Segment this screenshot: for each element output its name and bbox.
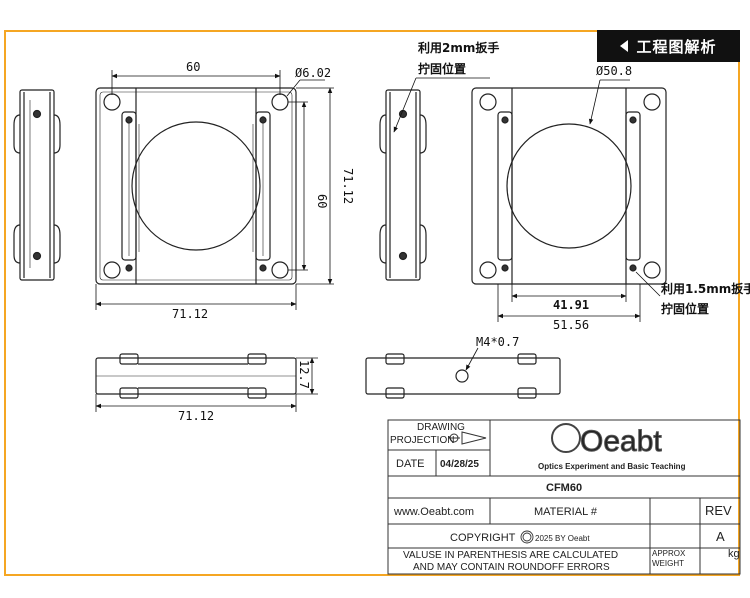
thread-leader — [465, 347, 479, 371]
dim-thickness: 12.7 — [297, 360, 311, 389]
tb-weight-unit: kg — [728, 548, 740, 560]
drawing-border — [4, 30, 740, 576]
second-side-view — [379, 89, 427, 281]
dim-bottom-width: 71.12 — [172, 307, 208, 321]
banner-label: 工程图解析 — [636, 37, 717, 56]
dim-top-width: 60 — [186, 60, 200, 74]
right-front-dimensions — [497, 79, 661, 322]
dim-inner-width: 41.91 — [553, 298, 589, 312]
front-view — [95, 87, 297, 285]
left-side-view — [13, 89, 61, 281]
tb-disclaimer-line1: VALUSE IN PARENTHESIS ARE CALCULATED — [403, 550, 618, 561]
bottom-view — [365, 353, 561, 399]
note-wrench-2mm-line1: 利用2mm扳手 — [418, 40, 499, 55]
tb-logo: Oeabt — [580, 425, 662, 458]
tb-projection-label: PROJECTION — [390, 435, 454, 446]
right-front-view — [471, 87, 667, 285]
banner: 工程图解析 — [597, 30, 740, 62]
tb-disclaimer-line2: AND MAY CONTAIN ROUNDOFF ERRORS — [413, 562, 610, 573]
dim-aperture-diameter: Ø50.8 — [596, 64, 632, 78]
tb-part-name: CFM60 — [546, 482, 582, 494]
note-wrench-15-line1: 利用1.5mm扳手 — [661, 281, 750, 296]
tb-material-label: MATERIAL # — [534, 506, 598, 518]
tb-website: www.Oeabt.com — [393, 506, 474, 518]
dim-outer-width: 51.56 — [553, 318, 589, 332]
copyright-icon — [520, 530, 534, 544]
tb-copyright: COPYRIGHT — [450, 532, 516, 544]
wrench-2mm-leader — [393, 77, 490, 133]
note-wrench-2mm-line2: 拧固位置 — [418, 61, 466, 76]
tb-weight-label: WEIGHT — [652, 559, 684, 568]
dim-thread: M4*0.7 — [476, 335, 519, 349]
note-wrench-15-line2: 拧固位置 — [661, 301, 709, 316]
tb-copyright-year: 2025 BY Oeabt — [535, 534, 590, 543]
tb-drawing-label: DRAWING — [417, 422, 465, 433]
tb-logo-subtitle: Optics Experiment and Basic Teaching — [538, 462, 686, 471]
top-view — [95, 353, 297, 399]
dim-side-width: 71.12 — [178, 409, 214, 423]
tb-rev-value: A — [716, 529, 725, 544]
tb-approx-label: APPROX — [652, 549, 686, 558]
dim-hole-diameter: Ø6.02 — [295, 66, 331, 80]
tb-date-label: DATE — [396, 458, 425, 470]
back-arrow-icon[interactable] — [620, 40, 629, 52]
dim-vertical-60: 60 — [315, 194, 329, 208]
title-block — [387, 419, 741, 575]
dim-vertical-7112: 71.12 — [341, 168, 355, 204]
tb-rev-label: REV — [705, 503, 732, 518]
top-view-dimensions — [95, 357, 318, 412]
front-view-dimensions — [95, 70, 334, 310]
tb-date-value: 04/28/25 — [440, 459, 479, 470]
